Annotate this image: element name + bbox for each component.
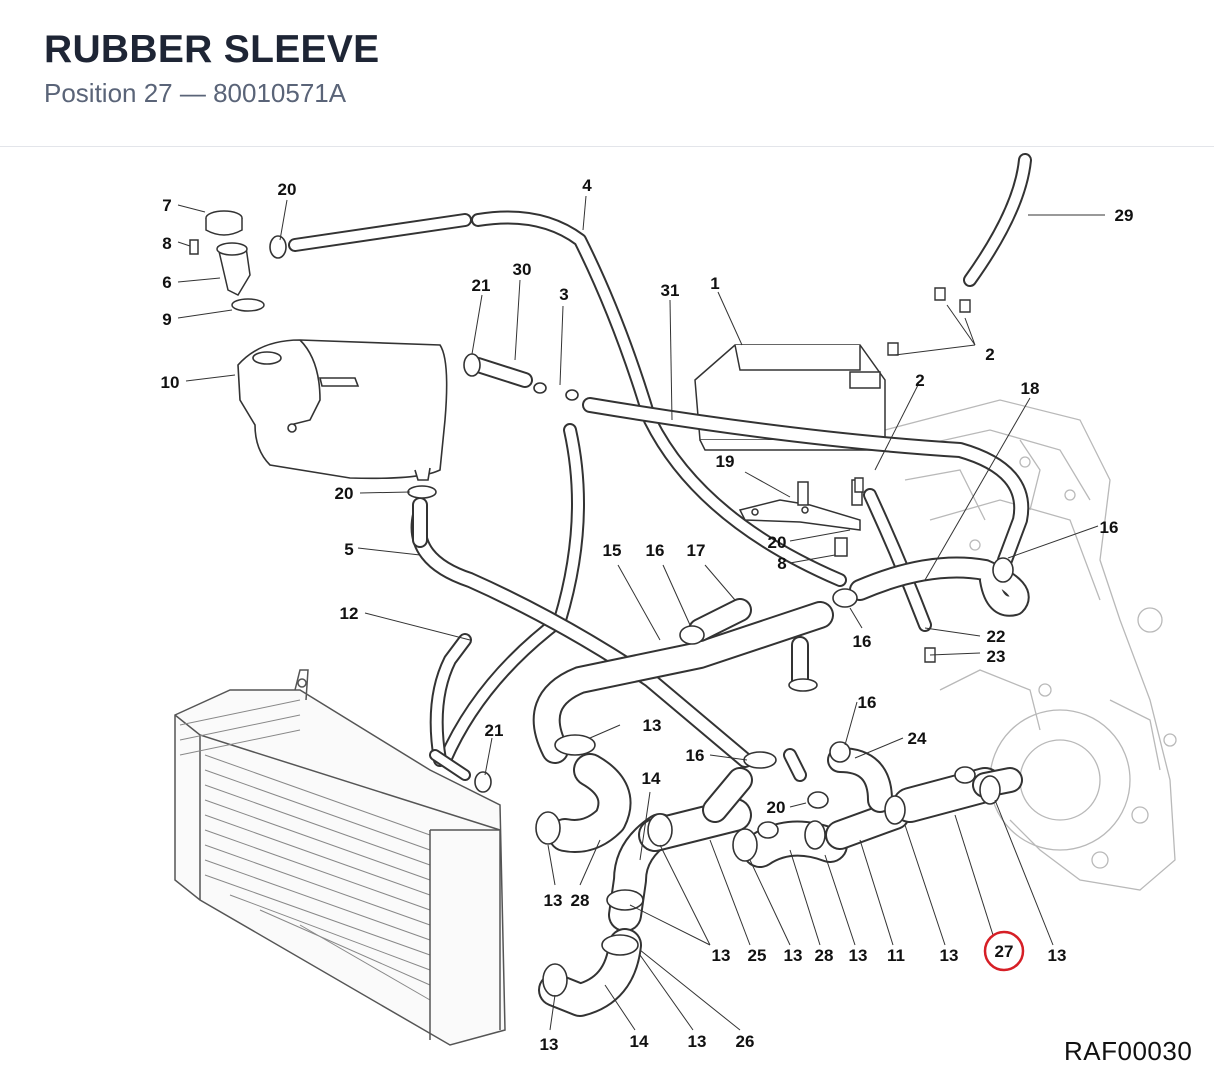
callout-6: 6 bbox=[162, 273, 171, 292]
callout-31: 31 bbox=[661, 281, 680, 300]
page-subtitle: Position 27 — 80010571A bbox=[44, 78, 347, 108]
callout-13: 13 bbox=[712, 946, 731, 965]
callout-18: 18 bbox=[1021, 379, 1040, 398]
callout-27: 27 bbox=[995, 942, 1014, 961]
bracket-drawing bbox=[738, 479, 863, 557]
leader-lines bbox=[177, 195, 1105, 1031]
callout-22: 22 bbox=[987, 627, 1006, 646]
callout-23: 23 bbox=[987, 647, 1006, 666]
callout-14: 14 bbox=[630, 1032, 649, 1051]
header-divider bbox=[0, 146, 1214, 147]
callout-13: 13 bbox=[540, 1035, 559, 1054]
callout-13: 13 bbox=[784, 946, 803, 965]
callout-4: 4 bbox=[582, 176, 592, 195]
exploded-parts-diagram: 1 2 2 3 4 5 6 7 8 8 9 10 11 12 13 13 13 … bbox=[161, 153, 1177, 1054]
callout-21: 21 bbox=[472, 276, 491, 295]
callout-8: 8 bbox=[162, 234, 171, 253]
callout-20: 20 bbox=[768, 533, 787, 552]
callout-16: 16 bbox=[1100, 518, 1119, 537]
callout-5: 5 bbox=[344, 540, 353, 559]
highlight-ring-27 bbox=[983, 930, 1025, 972]
callout-20: 20 bbox=[278, 180, 297, 199]
callout-30: 30 bbox=[513, 260, 532, 279]
callout-13: 13 bbox=[1048, 946, 1067, 965]
callout-17: 17 bbox=[687, 541, 706, 560]
page-title: RUBBER SLEEVE bbox=[44, 28, 380, 71]
callout-2: 2 bbox=[985, 345, 994, 364]
callout-26: 26 bbox=[736, 1032, 755, 1051]
callout-24: 24 bbox=[908, 729, 927, 748]
callout-13: 13 bbox=[849, 946, 868, 965]
callout-16: 16 bbox=[646, 541, 665, 560]
callout-16: 16 bbox=[853, 632, 872, 651]
callout-13: 13 bbox=[940, 946, 959, 965]
header: RUBBER SLEEVE Position 27 — 80010571A bbox=[0, 0, 1214, 146]
callout-13: 13 bbox=[643, 716, 662, 735]
diagram-reference-code: RAF00030 bbox=[1064, 1036, 1193, 1066]
expansion-tank-drawing bbox=[237, 339, 448, 481]
callout-7: 7 bbox=[162, 196, 171, 215]
callout-29: 29 bbox=[1115, 206, 1134, 225]
callout-20: 20 bbox=[335, 484, 354, 503]
callout-16: 16 bbox=[686, 746, 705, 765]
callout-2: 2 bbox=[915, 371, 924, 390]
callout-14: 14 bbox=[642, 769, 661, 788]
hose-clamps-drawing bbox=[269, 235, 1014, 997]
callout-11: 11 bbox=[887, 946, 905, 965]
callout-28: 28 bbox=[815, 946, 834, 965]
callout-12: 12 bbox=[340, 604, 359, 623]
bleed-valves-drawing bbox=[854, 287, 971, 663]
pump-housing-drawing bbox=[694, 344, 886, 451]
callout-28: 28 bbox=[571, 891, 590, 910]
callout-1: 1 bbox=[710, 274, 719, 293]
callout-3: 3 bbox=[559, 285, 568, 304]
callout-9: 9 bbox=[162, 310, 171, 329]
callout-8: 8 bbox=[777, 554, 786, 573]
callout-25: 25 bbox=[748, 946, 767, 965]
radiator-drawing bbox=[174, 669, 506, 1046]
callout-21: 21 bbox=[485, 721, 504, 740]
callout-16: 16 bbox=[858, 693, 877, 712]
callout-13: 13 bbox=[688, 1032, 707, 1051]
callout-10: 10 bbox=[161, 373, 180, 392]
filler-cap-drawing bbox=[189, 210, 265, 312]
callout-13: 13 bbox=[544, 891, 563, 910]
engine-block-drawing bbox=[884, 399, 1177, 891]
callout-15: 15 bbox=[603, 541, 622, 560]
callout-19: 19 bbox=[716, 452, 735, 471]
callout-20: 20 bbox=[767, 798, 786, 817]
